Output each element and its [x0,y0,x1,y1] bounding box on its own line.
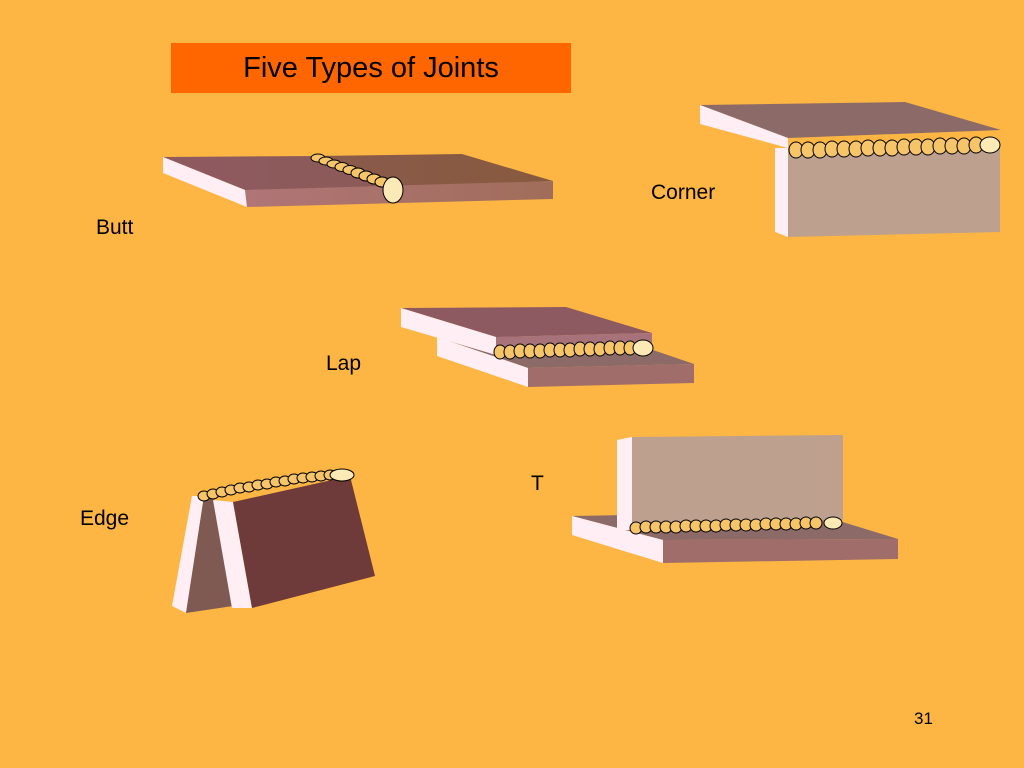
lap-top-plate-top [401,307,652,337]
corner-joint [700,102,1001,237]
corner-top-plate-edge [700,105,788,148]
lap-joint [401,307,694,387]
slide-title-box: Five Types of Joints [171,43,571,93]
t-base-plate-edge [572,516,663,563]
lap-bottom-plate-edge [437,337,528,387]
slide-title: Five Types of Joints [243,51,499,84]
lap-top-plate-edge [401,308,496,355]
t-vertical-plate-edge [617,437,632,530]
edge-front-plate-face [233,476,375,608]
corner-label: Corner [651,181,716,204]
t-label: T [531,472,544,495]
t-base-plate-front [663,539,898,563]
edge-front-plate-edge [213,500,252,608]
butt-plate-edge [163,157,247,207]
t-weld-bead [629,516,843,535]
t-vertical-plate-face [632,435,843,525]
edge-back-plate-edge [172,496,204,613]
lap-label: Lap [326,352,362,375]
butt-joint [163,153,553,207]
butt-weld-bead [310,153,404,204]
lap-bottom-plate-front [528,364,694,387]
edge-back-plate-face [186,496,233,613]
lap-weld-bead [493,339,654,360]
edge-label: Edge [80,507,130,530]
corner-weld-bead [788,136,1001,159]
edge-joint [172,468,375,613]
edge-weld-bead [197,468,355,502]
t-joint [572,435,898,563]
butt-right-plate-top [315,154,553,188]
corner-vertical-plate-edge [775,148,788,237]
corner-top-plate [700,102,1001,138]
page-number: 31 [914,709,933,728]
corner-vertical-plate-face [788,140,1000,237]
butt-label: Butt [96,216,134,239]
